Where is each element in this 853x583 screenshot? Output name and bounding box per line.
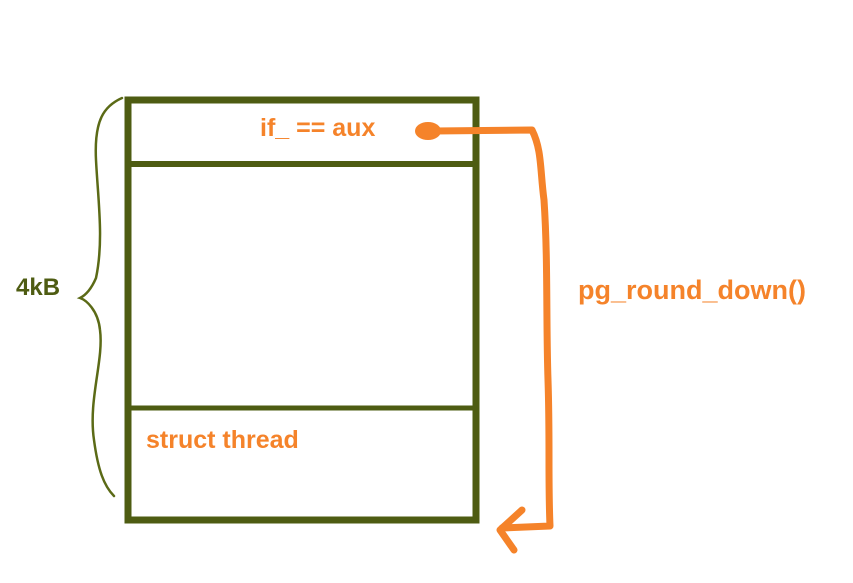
- arrowhead: [496, 506, 526, 554]
- size-brace: [76, 96, 124, 498]
- pg-round-down-arrow: [430, 126, 554, 532]
- struct-thread-label: struct thread: [146, 426, 299, 454]
- page-frame: [124, 96, 480, 524]
- pg-round-down-label: pg_round_down(): [578, 275, 806, 305]
- size-label: 4kB: [16, 274, 61, 301]
- top-cell-text: if_ == aux: [260, 114, 376, 142]
- pointer-origin-dot: [415, 122, 441, 140]
